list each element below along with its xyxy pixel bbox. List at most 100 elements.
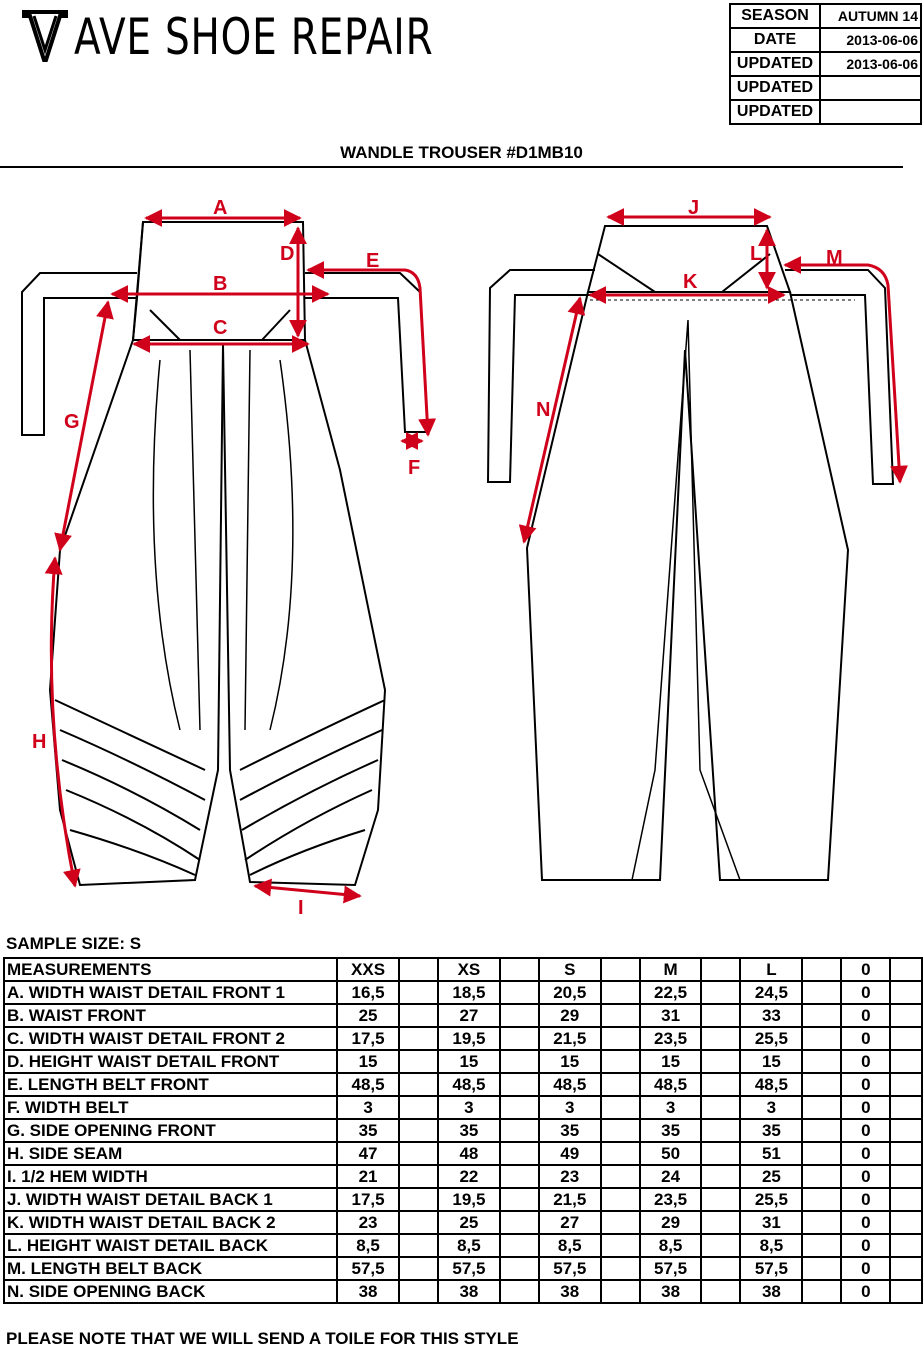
measurement-value: 0 [840,1164,892,1189]
measurement-name: G. SIDE OPENING FRONT [2,1118,339,1143]
spacer-cell [801,1003,843,1028]
spacer-cell [398,957,439,982]
measurement-value: 22,5 [638,980,703,1005]
measurement-name: A. WIDTH WAIST DETAIL FRONT 1 [2,980,339,1005]
spacer-cell [889,1187,923,1212]
spacer-cell [599,1256,641,1281]
spacer-cell [700,1026,742,1051]
measurement-value: 0 [840,1049,892,1074]
measurement-value: 48,5 [638,1072,703,1097]
measurement-name: N. SIDE OPENING BACK [2,1279,339,1304]
measurement-value: 49 [537,1141,602,1166]
front-measurement-markers [44,209,437,904]
measurement-value: 24 [638,1164,703,1189]
measurement-value: 27 [437,1003,501,1028]
marker-label: G [64,411,80,433]
spacer-cell [700,1279,742,1304]
spacer-cell [599,1003,641,1028]
measurement-value: 23,5 [638,1187,703,1212]
spacer-cell [801,1072,843,1097]
sample-size-label: SAMPLE SIZE: S [6,934,142,953]
spacer-cell [498,1026,540,1051]
trouser-technical-drawing: A B C D E F G H I J K L M N [21,197,908,919]
measurement-value: 15 [537,1049,602,1074]
spacer-cell [599,1141,641,1166]
column-header: XXS [336,957,400,982]
spacer-cell [599,1187,641,1212]
measurement-value: 35 [739,1118,804,1143]
measurement-value: 8,5 [638,1233,703,1258]
measurement-value: 57,5 [739,1256,804,1281]
measurement-value: 18,5 [437,980,501,1005]
measurement-value: 8,5 [336,1233,400,1258]
marker-label: I [298,897,304,919]
measurement-value: 27 [537,1210,602,1235]
measurement-name: E. LENGTH BELT FRONT [2,1072,339,1097]
measurement-value: 8,5 [437,1233,501,1258]
measurement-value: 20,5 [537,980,602,1005]
marker-label: N [536,399,550,421]
measurement-value: 3 [437,1095,501,1120]
measurement-name: J. WIDTH WAIST DETAIL BACK 1 [2,1187,339,1212]
measurement-value: 57,5 [437,1256,501,1281]
marker-label: C [213,317,227,339]
measurement-value: 48 [437,1141,501,1166]
measurement-value: 0 [840,1256,892,1281]
spacer-cell [700,1072,742,1097]
measurement-value: 0 [840,1003,892,1028]
spacer-cell [599,1049,641,1074]
marker-label: H [32,731,46,753]
season-info-label: UPDATED [729,99,821,125]
measurement-value: 25 [739,1164,804,1189]
spacer-cell [398,1187,439,1212]
measurement-value: 38 [638,1279,703,1304]
spacer-cell [599,1118,641,1143]
measurement-value: 23 [537,1164,602,1189]
spacer-cell [889,1026,923,1051]
measurement-value: 3 [537,1095,602,1120]
spacer-cell [498,1095,540,1120]
measurement-value: 33 [739,1003,804,1028]
season-info-label: SEASON [729,3,821,29]
measurement-value: 48,5 [336,1072,400,1097]
measurement-value: 21,5 [537,1187,602,1212]
spacer-cell [801,1118,843,1143]
spacer-cell [498,1141,540,1166]
measurement-value: 25,5 [739,1026,804,1051]
season-info-value [819,75,922,101]
spacer-cell [498,1049,540,1074]
spacer-cell [700,1003,742,1028]
measurement-value: 25,5 [739,1187,804,1212]
measurement-name: H. SIDE SEAM [2,1141,339,1166]
spacer-cell [599,1210,641,1235]
spacer-cell [498,1279,540,1304]
spacer-cell [498,1003,540,1028]
measurement-value: 17,5 [336,1026,400,1051]
spacer-cell [801,1026,843,1051]
season-info-label: UPDATED [729,75,821,101]
spacer-cell [889,1164,923,1189]
measurement-name: I. 1/2 HEM WIDTH [2,1164,339,1189]
measurement-value: 3 [739,1095,804,1120]
measurement-value: 23 [336,1210,400,1235]
measurement-name: K. WIDTH WAIST DETAIL BACK 2 [2,1210,339,1235]
measurement-value: 38 [437,1279,501,1304]
measurement-value: 21 [336,1164,400,1189]
measurement-value: 22 [437,1164,501,1189]
spacer-cell [599,980,641,1005]
measurement-value: 15 [437,1049,501,1074]
logo-mark-icon [22,10,68,62]
measurement-name: C. WIDTH WAIST DETAIL FRONT 2 [2,1026,339,1051]
spacer-cell [700,1049,742,1074]
measurement-value: 35 [336,1118,400,1143]
spacer-cell [889,1003,923,1028]
column-header: MEASUREMENTS [2,957,339,982]
measurement-value: 38 [537,1279,602,1304]
measurement-value: 0 [840,1210,892,1235]
measurement-value: 48,5 [537,1072,602,1097]
spacer-cell [599,1279,641,1304]
